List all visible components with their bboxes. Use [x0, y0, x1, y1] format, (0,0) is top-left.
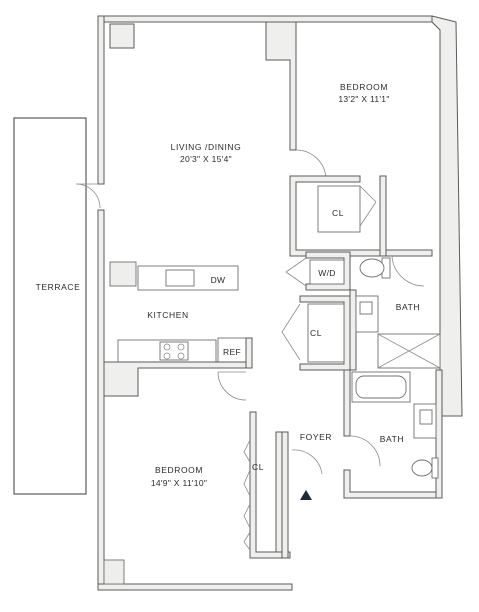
kitchen-column [109, 261, 137, 287]
burner-1 [163, 343, 171, 351]
foyer-entry-door [291, 449, 323, 475]
closet1-label: CL [332, 208, 344, 218]
bath1-toilet-bowl [359, 258, 385, 278]
bath2-toilet-tank [431, 457, 439, 479]
bath1-walls [349, 289, 357, 371]
refrigerator [217, 337, 247, 365]
foyer-label: FOYER [300, 432, 332, 442]
closet3-label: CL [252, 462, 264, 472]
bedroom2-door-swing [217, 371, 247, 401]
terrace-door-swing [75, 183, 101, 209]
kitchen-sink [165, 269, 195, 287]
bath2-sink-basin [419, 409, 433, 425]
refrigerator-label: REF [223, 347, 241, 357]
exterior-wall-top [98, 15, 433, 23]
kitchen-label: KITCHEN [147, 310, 189, 320]
burner-3 [163, 352, 171, 360]
exterior-wall-bottom [97, 583, 293, 591]
partition-refrigerator-right [245, 337, 253, 369]
exterior-wall-left-lower [97, 209, 105, 591]
bath2-toilet-bowl [411, 459, 433, 477]
closet1-inner [317, 185, 361, 233]
bath2-door-swing [349, 435, 381, 467]
bath1-shower-drain [377, 333, 441, 369]
entry-marker-icon [300, 490, 312, 500]
bath2-tub-inner [355, 375, 407, 399]
terrace-label: TERRACE [36, 282, 81, 292]
exterior-wall-left-upper [97, 15, 105, 185]
bath1-sink-basin [359, 301, 373, 315]
foyer-left-wall [281, 431, 289, 559]
bath1-door-swing [391, 255, 425, 287]
living-dining-dims: 20'3" X 15'4" [180, 154, 232, 164]
bath2-label: BATH [380, 434, 404, 444]
closet2-door [281, 303, 301, 361]
dishwasher-label: DW [211, 275, 226, 285]
living-dining-label: LIVING /DINING [171, 142, 242, 152]
closet2-label: CL [310, 328, 322, 338]
washer-dryer-walls [305, 251, 351, 291]
burner-2 [177, 343, 185, 351]
kitchen-cooktop [159, 341, 189, 361]
partition-kitchen-bedroom2 [103, 361, 251, 397]
closet1-door-swing [359, 185, 383, 236]
bedroom2-label: BEDROOM [155, 465, 203, 475]
bedroom2-closet-walls [249, 411, 291, 559]
bath2-right-wall [435, 369, 443, 499]
terrace-area [13, 117, 87, 495]
washer-dryer-door [285, 257, 307, 287]
closet1-right-wall [379, 175, 387, 257]
bedroom1-door-swing [295, 149, 327, 179]
column-living [109, 23, 135, 49]
bedroom1-label: BEDROOM [340, 82, 388, 92]
bedroom2-closet-right-wall [275, 431, 283, 553]
bath1-label: BATH [396, 302, 420, 312]
washer-dryer-box [309, 259, 345, 285]
closet2-inner [307, 303, 345, 363]
closet3-bifold-doors [243, 439, 251, 551]
bedroom2-column [103, 559, 125, 585]
bedroom1-dims: 13'2" X 11'1" [338, 94, 389, 104]
bedroom2-dims: 14'9" X 11'10" [151, 478, 207, 488]
partition-bedroom1-left [265, 21, 297, 151]
bedroom1-bath-wall [385, 249, 433, 257]
washer-dryer-label: W/D [318, 268, 335, 278]
burner-4 [177, 352, 185, 360]
